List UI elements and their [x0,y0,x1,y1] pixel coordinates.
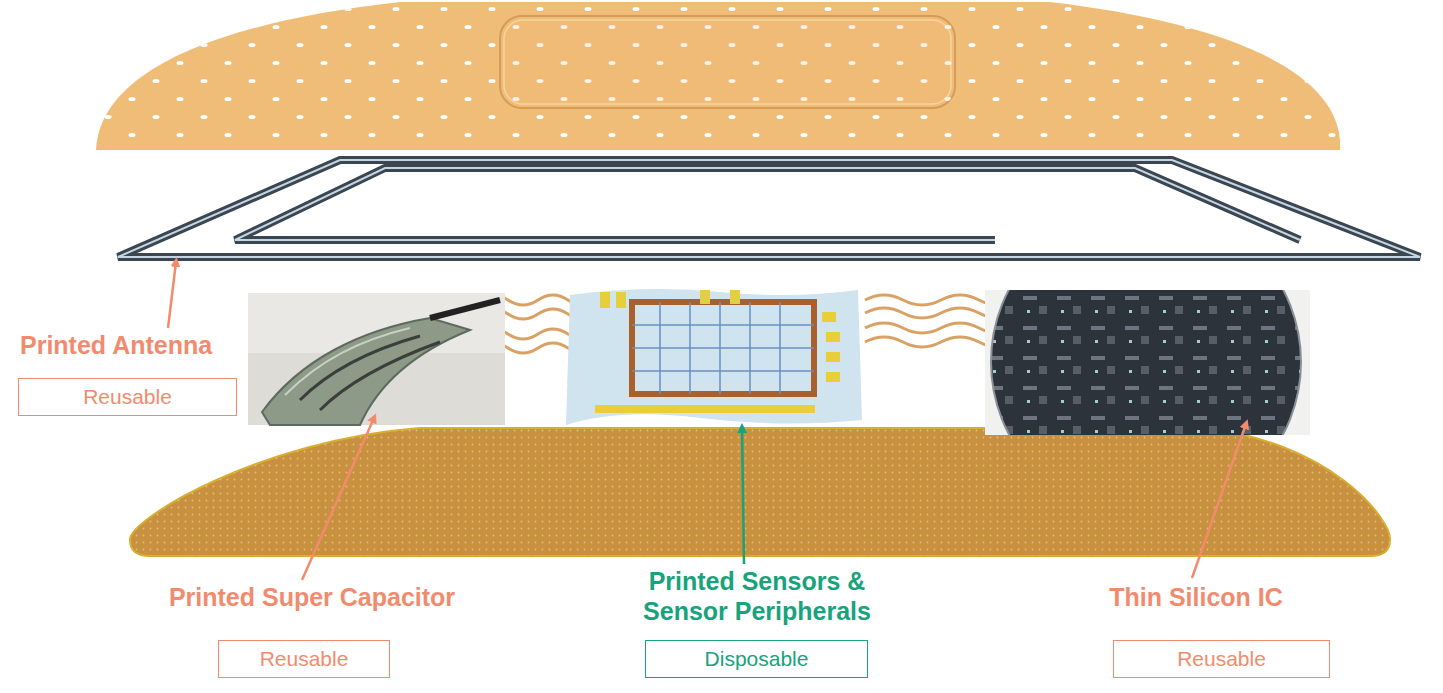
status-box: Reusable [218,640,390,678]
status-box: Reusable [1113,640,1330,678]
supercapacitor-photo [248,293,505,425]
component-label: Printed Super Capacitor [169,582,455,612]
silicon-wafer-photo [985,207,1310,517]
printed-sensor-photo [566,289,862,425]
bandage-top-layer [96,2,1340,150]
component-label: Printed Sensors & Sensor Peripherals [607,566,907,626]
status-text: Reusable [260,647,349,671]
status-text: Disposable [705,647,809,671]
status-box: Disposable [645,640,868,678]
status-text: Reusable [1177,647,1266,671]
bandage-bottom-layer [130,428,1390,556]
component-label: Thin Silicon IC [1109,582,1283,612]
status-text: Reusable [83,385,172,409]
status-box: Reusable [18,378,237,416]
component-label: Printed Antenna [20,330,212,360]
antenna-coil [118,160,1420,257]
leader-lines [168,262,1246,580]
